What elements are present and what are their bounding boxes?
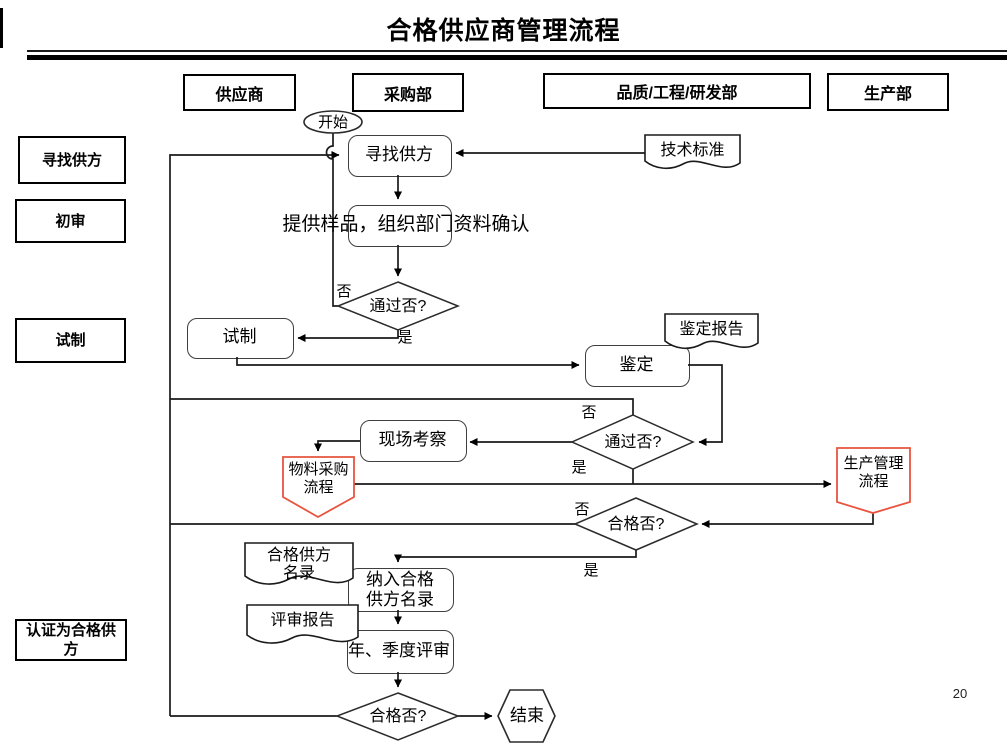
lane-header-quality-eng-rd: 品质/工程/研发部 bbox=[543, 73, 811, 109]
add-to-list-label: 纳入合格 供方名录 bbox=[348, 570, 452, 610]
periodic-review-label: 年、季度评审 bbox=[348, 641, 450, 660]
decision-qualified1-diamond bbox=[573, 497, 699, 551]
decision-pass1-diamond bbox=[335, 281, 461, 331]
stage-find-supplier: 寻找供方 bbox=[18, 136, 126, 184]
appraisal-label: 鉴定 bbox=[619, 355, 654, 374]
material-purchase-label: 物料采购 流程 bbox=[283, 461, 354, 497]
review-report-label: 评审报告 bbox=[270, 612, 335, 629]
edge-trial-to-appraisal bbox=[236, 357, 580, 369]
lane-header-label: 生产部 bbox=[863, 86, 912, 103]
production-mgmt-label: 生产管理 流程 bbox=[837, 455, 910, 491]
material-purchase-pentagon bbox=[282, 456, 355, 519]
review-report-document bbox=[246, 604, 359, 644]
node-add-to-list bbox=[348, 568, 454, 612]
node-sample-confirm bbox=[348, 205, 452, 247]
stage-initial-review: 初审 bbox=[15, 199, 126, 243]
page-edge-mark bbox=[0, 8, 3, 48]
site-visit-label: 现场考察 bbox=[378, 430, 447, 449]
node-find-supplier bbox=[348, 135, 452, 177]
page-number: 20 bbox=[952, 686, 968, 701]
qualified1-label: 合格否? bbox=[607, 516, 665, 533]
stage-certified-supplier: 认证为合格供方 bbox=[15, 619, 127, 661]
branch-yes-pass1: 是 bbox=[397, 329, 413, 346]
lane-header-production: 生产部 bbox=[827, 73, 949, 111]
edge-production-to-qualified1 bbox=[701, 513, 874, 528]
add-to-list-line2: 供方名录 bbox=[366, 590, 434, 609]
stage-label: 初审 bbox=[55, 212, 86, 230]
edge-sitevisit-to-material bbox=[314, 440, 360, 452]
sample-confirm-label: 提供样品，组织部门资料确认 bbox=[282, 214, 530, 235]
node-appraisal bbox=[585, 345, 690, 387]
appraisal-report-document bbox=[664, 313, 759, 350]
edge-pass1-yes-to-trial bbox=[297, 330, 399, 342]
node-site-visit bbox=[360, 420, 467, 462]
page-title: 合格供应商管理流程 bbox=[386, 17, 621, 45]
branch-yes-qualified1: 是 bbox=[583, 562, 599, 579]
start-ellipse bbox=[303, 110, 363, 134]
add-to-list-line1: 纳入合格 bbox=[366, 570, 434, 589]
stage-label: 试制 bbox=[55, 332, 86, 349]
trial-label: 试制 bbox=[222, 327, 257, 346]
qualified2-label: 合格否? bbox=[369, 708, 427, 725]
end-hexagon bbox=[497, 689, 556, 743]
supplier-list-label: 合格供方 名录 bbox=[245, 547, 353, 583]
supplier-list-line1: 合格供方 bbox=[266, 547, 331, 564]
stage-label: 寻找供方 bbox=[41, 151, 102, 169]
lane-header-supplier: 供应商 bbox=[183, 74, 296, 111]
edge-qualified1-yes-to-list bbox=[394, 550, 637, 563]
stage-trial: 试制 bbox=[15, 318, 126, 363]
supplier-list-document bbox=[244, 542, 354, 585]
start-label: 开始 bbox=[317, 114, 348, 131]
branch-yes-pass2: 是 bbox=[571, 459, 587, 476]
tech-standard-label: 技术标准 bbox=[660, 142, 725, 159]
title-rule-thick bbox=[27, 55, 1007, 60]
lane-header-label: 品质/工程/研发部 bbox=[616, 85, 738, 102]
material-purchase-line1: 物料采购 bbox=[288, 461, 349, 478]
pass1-label: 通过否? bbox=[369, 298, 427, 315]
lane-header-label: 供应商 bbox=[215, 86, 264, 104]
material-purchase-line2: 流程 bbox=[303, 479, 334, 496]
lane-header-purchasing: 采购部 bbox=[352, 73, 464, 112]
title-rule-thin bbox=[27, 50, 1007, 52]
production-mgmt-line1: 生产管理 bbox=[843, 455, 904, 472]
find-supplier-label: 寻找供方 bbox=[365, 145, 433, 164]
decision-qualified2-diamond bbox=[334, 692, 461, 741]
tech-standard-document bbox=[644, 134, 741, 170]
production-mgmt-line2: 流程 bbox=[858, 473, 889, 490]
edge-appraisal-to-pass2 bbox=[688, 364, 723, 446]
edge-loop-to-find-supplier bbox=[169, 151, 340, 716]
supplier-list-line2: 名录 bbox=[282, 565, 315, 582]
production-mgmt-pentagon bbox=[836, 447, 911, 514]
branch-no-qualified1: 否 bbox=[574, 501, 590, 518]
branch-no-pass1: 否 bbox=[336, 283, 352, 300]
pass2-label: 通过否? bbox=[604, 434, 662, 451]
edge-pass2-no-loop bbox=[170, 398, 634, 415]
lane-header-label: 采购部 bbox=[383, 86, 432, 104]
edge-start-and-no1 bbox=[325, 133, 338, 307]
end-label: 结束 bbox=[510, 706, 544, 725]
stage-label: 认证为合格供方 bbox=[25, 622, 116, 658]
node-periodic-review bbox=[347, 630, 454, 674]
node-trial bbox=[187, 318, 294, 359]
decision-pass2-diamond bbox=[570, 414, 695, 470]
branch-no-pass2: 否 bbox=[581, 404, 597, 421]
appraisal-report-label: 鉴定报告 bbox=[679, 321, 744, 338]
